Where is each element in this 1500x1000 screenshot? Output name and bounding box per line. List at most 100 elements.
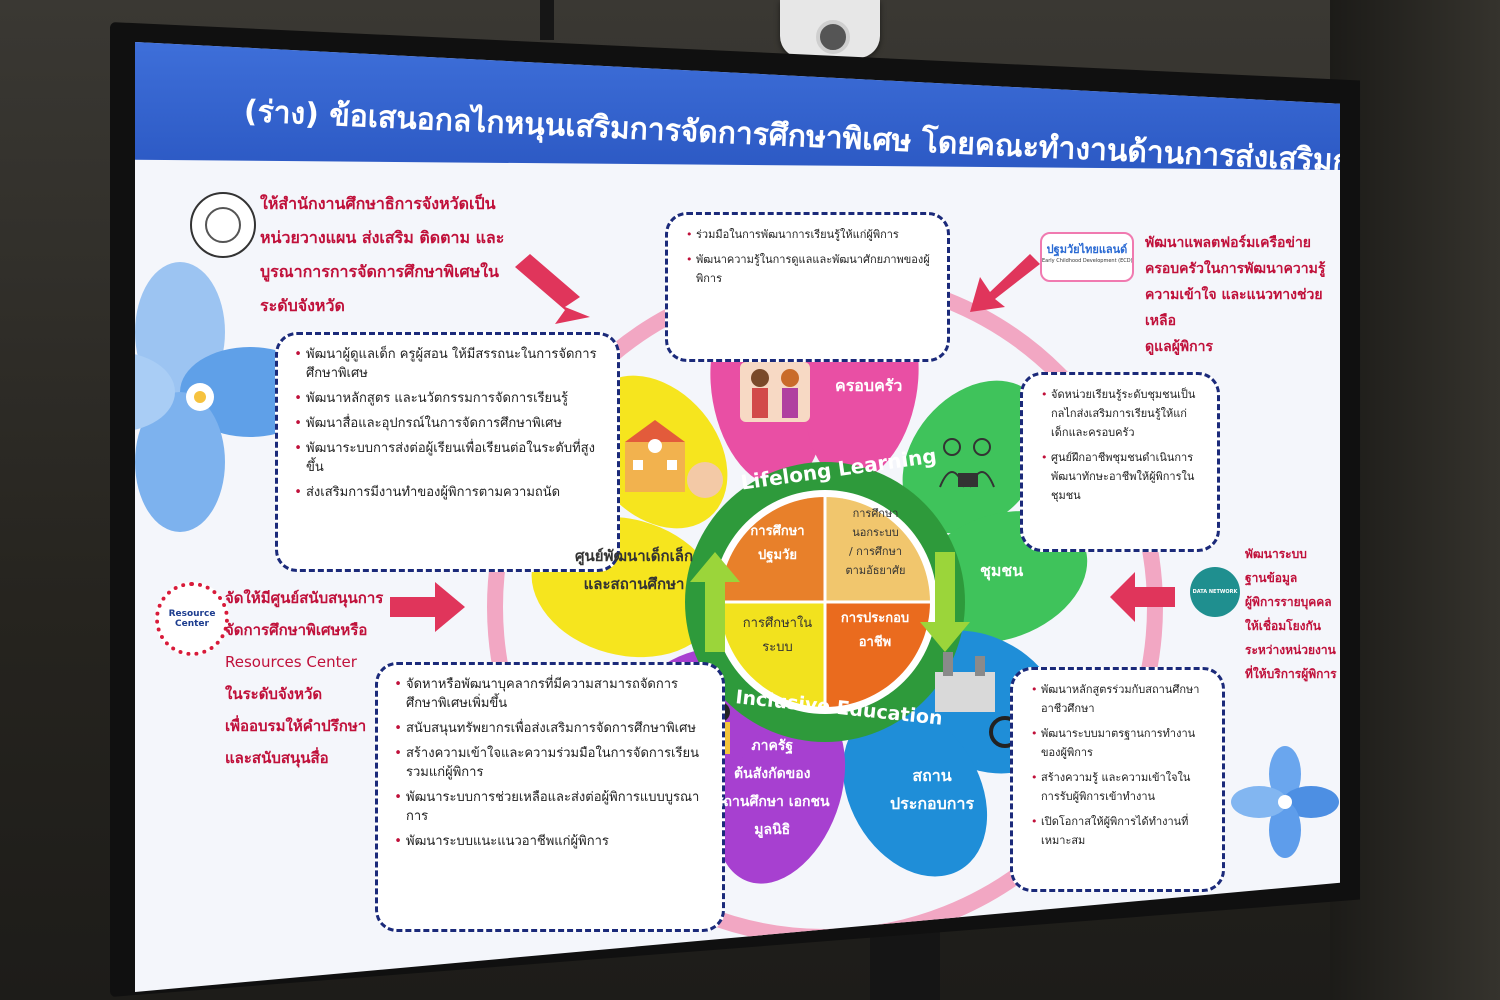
right-note-line: ฐานข้อมูล [1245, 571, 1298, 585]
right-note-line: ที่ให้บริการผู้พิการ [1245, 667, 1337, 681]
petal-label-government-line: ภาครัฐ [751, 738, 794, 754]
top-left-note-line: ระดับจังหวัด [260, 296, 345, 315]
blue-flower-right-icon [1231, 746, 1339, 858]
left-note-line: เพื่ออบรมให้คำปรึกษา [225, 717, 367, 735]
box-school: พัฒนาผู้ดูแลเด็ก ครูผู้สอน ให้มีสรรถนะใน… [275, 332, 620, 572]
box-business: พัฒนาหลักสูตรร่วมกับสถานศึกษาอาชีวศึกษา … [1010, 667, 1225, 892]
left-note-line: ในระดับจังหวัด [225, 685, 323, 703]
school-building-icon [625, 420, 723, 498]
quadrant-early-childhood [720, 497, 825, 602]
red-arrow-topright-icon [970, 254, 1040, 312]
cycle-arrow-up-icon [690, 552, 740, 652]
quadrant-early-childhood-line: การศึกษา [750, 524, 805, 539]
factory-icon [935, 652, 1021, 748]
tv-stand [870, 930, 940, 1000]
petal-label-business-line: ประกอบการ [890, 794, 975, 813]
box-community: จัดหน่วยเรียนรู้ระดับชุมชนเป็นกลไกส่งเสร… [1020, 372, 1220, 552]
resource-center-logo: Resource Center [155, 582, 229, 656]
box-government-item: จัดหาหรือพัฒนาบุคลากรที่มีความสามารถจัดก… [406, 675, 708, 713]
petal-label-community: ชุมชน [980, 561, 1024, 580]
left-note-line: Resources Center [225, 653, 357, 671]
red-arrow-right-icon [1110, 572, 1175, 622]
left-note-line: และสนับสนุนสื่อ [225, 749, 329, 767]
quadrant-non-formal-line: ตามอัธยาศัย [845, 564, 906, 577]
top-left-note-line: หน่วยวางแผน ส่งเสริม ติดตาม และ [260, 228, 505, 247]
quadrant-non-formal [825, 497, 930, 602]
cycle-arrow-down-icon [920, 552, 970, 652]
ecd-platform-logo-title: ปฐมวัยไทยแลนด์ [1046, 243, 1128, 256]
box-business-item: เปิดโอกาสให้ผู้พิการได้ทำงานที่เหมาะสม [1041, 812, 1208, 850]
petal-label-school-line: และสถานศึกษา [583, 575, 685, 593]
right-note-line: ให้เชื่อมโยงกัน [1245, 619, 1321, 633]
top-right-note: พัฒนาแพลตฟอร์มเครือข่าย ครอบครัวในการพัฒ… [1145, 230, 1340, 360]
quadrant-non-formal-label: การศึกษา นอกระบบ / การศึกษา ตามอัธยาศัย [828, 504, 923, 580]
top-left-note-line: บูรณาการการจัดการศึกษาพิเศษใน [260, 262, 499, 281]
petal-label-school: ศูนย์พัฒนาเด็กเล็ก และสถานศึกษา [575, 542, 693, 598]
left-note-line: จัดการศึกษาพิเศษหรือ [225, 621, 368, 639]
data-network-icon: DATA NETWORK [1190, 567, 1240, 617]
quadrant-career-label: การประกอบ อาชีพ [830, 607, 920, 655]
box-community-item: ศูนย์ฝึกอาชีพชุมชนดำเนินการพัฒนาทักษะอาช… [1051, 448, 1203, 505]
box-school-item: พัฒนาผู้ดูแลเด็ก ครูผู้สอน ให้มีสรรถนะใน… [306, 345, 603, 383]
quadrant-career-line: การประกอบ [840, 611, 910, 626]
right-note-line: ระหว่างหน่วยงาน [1245, 643, 1336, 657]
petal-label-business-line: สถาน [912, 766, 952, 785]
box-government: จัดหาหรือพัฒนาบุคลากรที่มีความสามารถจัดก… [375, 662, 725, 932]
quadrant-non-formal-line: การศึกษา [852, 507, 899, 520]
quadrant-formal-label: การศึกษาใน ระบบ [735, 612, 820, 660]
left-note-line: จัดให้มีศูนย์สนับสนุนการ [225, 589, 384, 607]
petal-label-school-line: ศูนย์พัฒนาเด็กเล็ก [575, 547, 694, 565]
left-note: จัดให้มีศูนย์สนับสนุนการ จัดการศึกษาพิเศ… [225, 582, 383, 774]
ecd-platform-logo-subtitle: Early Childhood Development (ECD) Thaila… [1042, 258, 1132, 264]
resource-center-logo-line1: Resource [168, 609, 216, 619]
quadrant-early-childhood-line: ปฐมวัย [758, 548, 797, 563]
box-government-item: สนับสนุนทรัพยากรเพื่อส่งเสริมการจัดการศึ… [406, 719, 708, 738]
box-government-item: พัฒนาระบบการช่วยเหลือและส่งต่อผู้พิการแบ… [406, 788, 708, 826]
petal-label-government: ภาครัฐ ต้นสังกัดของ สถานศึกษา เอกชน มูลน… [715, 732, 830, 844]
box-family: ร่วมมือในการพัฒนาการเรียนรู้ให้แก่ผู้พิก… [665, 212, 950, 362]
data-network-label: DATA NETWORK [1192, 589, 1238, 595]
top-right-note-line: ครอบครัวในการพัฒนาความรู้ [1145, 261, 1326, 277]
petal-business-bottom [842, 707, 988, 877]
petal-label-government-line: ต้นสังกัดของ [734, 766, 811, 782]
right-note-line: ผู้พิการรายบุคคล [1245, 595, 1332, 609]
box-family-item: พัฒนาความรู้ในการดูแลและพัฒนาศักยภาพของผ… [696, 250, 933, 288]
ministry-seal-icon [190, 192, 256, 258]
top-left-note-line: ให้สำนักงานศึกษาธิการจังหวัดเป็น [260, 194, 496, 213]
box-government-item: สร้างความเข้าใจและความร่วมมือในการจัดการ… [406, 744, 708, 782]
box-business-item: พัฒนาหลักสูตรร่วมกับสถานศึกษาอาชีวศึกษา [1041, 680, 1208, 718]
box-government-item: พัฒนาระบบแนะแนวอาชีพแก่ผู้พิการ [406, 832, 708, 851]
box-business-item: สร้างความรู้ และความเข้าใจในการรับผู้พิก… [1041, 768, 1208, 806]
family-icon [740, 362, 810, 422]
box-family-item: ร่วมมือในการพัฒนาการเรียนรู้ให้แก่ผู้พิก… [696, 225, 933, 244]
right-note: พัฒนาระบบ ฐานข้อมูล ผู้พิการรายบุคคล ให้… [1245, 542, 1337, 686]
community-people-icon [939, 438, 995, 488]
red-arrow-left-icon [390, 582, 465, 632]
right-note-line: พัฒนาระบบ [1245, 547, 1307, 561]
petal-community-top [902, 380, 1048, 534]
quadrant-early-childhood-label: การศึกษา ปฐมวัย [735, 520, 820, 568]
security-camera [780, 0, 880, 58]
quadrant-formal-line: ระบบ [762, 640, 793, 655]
camera-lens [816, 20, 850, 54]
red-arrow-topleft-icon [515, 254, 590, 324]
petal-label-family: ครอบครัว [835, 376, 903, 395]
quadrant-formal [720, 602, 825, 707]
presentation-slide: (ร่าง) ข้อเสนอกลไกหนุนเสริมการจัดการศึกษ… [135, 42, 1340, 992]
quadrant-career [825, 602, 930, 707]
ceiling-pole [540, 0, 554, 40]
quadrant-career-line: อาชีพ [858, 635, 892, 650]
box-school-item: พัฒนาหลักสูตร และนวัตกรรมการจัดการเรียนร… [306, 389, 603, 408]
quadrant-non-formal-line: / การศึกษา [848, 545, 903, 558]
quadrant-formal-line: การศึกษาใน [742, 616, 813, 631]
petal-label-government-line: สถานศึกษา เอกชน [715, 794, 830, 810]
box-school-item: พัฒนาสื่อและอุปกรณ์ในการจัดการศึกษาพิเศษ [306, 414, 603, 433]
box-school-item: ส่งเสริมการมีงานทำของผู้พิการตามความถนัด [306, 483, 603, 502]
top-right-note-line: ดูแลผู้พิการ [1145, 339, 1213, 355]
petal-label-business: สถาน ประกอบการ [890, 762, 974, 818]
box-school-item: พัฒนาระบบการส่งต่อผู้เรียนเพื่อเรียนต่อใ… [306, 439, 603, 477]
top-right-note-line: พัฒนาแพลตฟอร์มเครือข่าย [1145, 235, 1312, 251]
top-right-note-line: ความเข้าใจ และแนวทางช่วยเหลือ [1145, 287, 1323, 329]
top-left-note: ให้สำนักงานศึกษาธิการจังหวัดเป็น หน่วยวา… [260, 187, 504, 323]
box-business-item: พัฒนาระบบมาตรฐานการทำงานของผู้พิการ [1041, 724, 1208, 762]
